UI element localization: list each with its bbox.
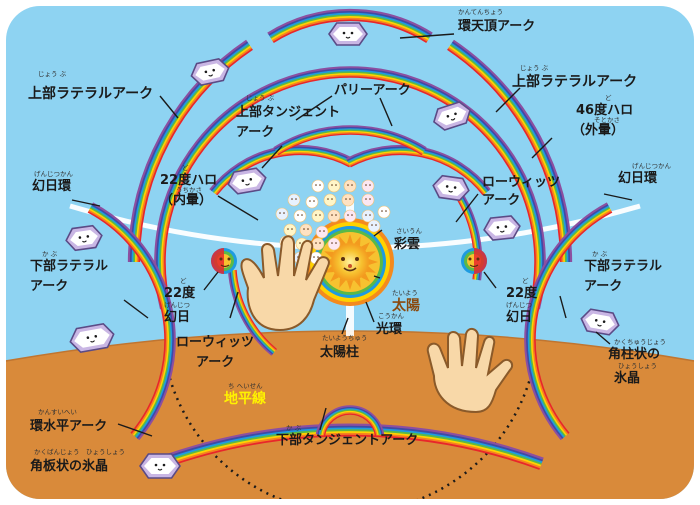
ruby-upper-lateral-left: じょう ぶ <box>38 70 67 78</box>
ruby-sundog-left: ど <box>180 277 187 285</box>
cloud-face <box>342 194 354 206</box>
cloud-face <box>328 180 340 192</box>
ruby-circumhorizon: かんすいへい <box>38 408 77 416</box>
ruby-column-crystal-2: ひょうしょう <box>618 362 657 370</box>
ruby-horizon: ち へいせん <box>228 382 263 390</box>
ruby-lower-lateral-right: か ぶ <box>592 250 608 258</box>
cloud-face <box>368 220 380 232</box>
ruby-upper-tangent: じょう ぶ <box>246 94 275 102</box>
label-lower-tangent-arc: 下部タンジェントアーク <box>276 432 418 448</box>
label-iridescent-cloud: 彩雲 <box>393 236 420 252</box>
label-lower-lateral-arc-left-2: アーク <box>30 279 68 294</box>
label-column-crystal: 角柱状の <box>608 346 660 362</box>
label-lowitz-arc-lower: ローウィッツ <box>176 335 254 350</box>
cloud-face <box>284 224 296 236</box>
ruby-corona: こうかん <box>378 312 405 320</box>
label-corona: 光環 <box>375 321 403 337</box>
ruby-halo22: ど <box>182 164 189 172</box>
label-lower-lateral-arc-right: 下部ラテラル <box>584 258 662 274</box>
cloud-face <box>362 180 374 192</box>
ruby-column-crystal: かくちゅうじょう <box>614 338 666 346</box>
ruby-upper-lateral-right: じょう ぶ <box>520 64 549 72</box>
ruby-halo46: ど <box>605 94 612 102</box>
label-sun-pillar: 太陽柱 <box>319 344 359 360</box>
label-46-degree-halo-sub: （外暈） <box>572 122 624 138</box>
label-upper-tangent: 上部タンジェント <box>236 104 340 120</box>
cloud-face <box>316 226 328 238</box>
cloud-face <box>344 210 356 222</box>
label-parry-arc: パリーアーク <box>334 83 411 98</box>
sundog-right <box>461 248 487 274</box>
cloud-face <box>294 210 306 222</box>
label-22-degree-halo-sub: （内暈） <box>160 192 212 208</box>
label-upper-tangent-arc: アーク <box>236 125 274 140</box>
cloud-face <box>312 238 324 250</box>
label-sundog-left: 幻日 <box>164 309 190 325</box>
label-plate-crystal: 角板状の氷晶 <box>30 458 108 474</box>
ruby-parhelic-right: げんじつかん <box>632 161 672 170</box>
label-circumzenithal-arc: 環天頂アーク <box>458 19 535 34</box>
ruby-sundog-right-2: げんじつ <box>506 300 532 309</box>
label-lowitz-arc-lower-2: アーク <box>196 355 234 370</box>
label-sundog-right: 幻日 <box>506 309 532 325</box>
label-horizon: 地平線 <box>224 390 266 407</box>
ruby-sun: たいよう <box>392 289 418 297</box>
cloud-face <box>344 180 356 192</box>
cloud-face <box>288 194 300 206</box>
ruby-sundog-right: ど <box>522 277 529 285</box>
ruby-circumzenithal: かんてんちょう <box>458 8 503 16</box>
cloud-face <box>378 206 390 218</box>
label-sundog-right-degree: 22度 <box>506 285 538 301</box>
cloud-face <box>324 194 336 206</box>
ruby-sun-pillar: たいようちゅう <box>322 334 367 342</box>
label-upper-lateral-arc-right: 上部ラテラルアーク <box>512 73 637 90</box>
cloud-face <box>328 210 340 222</box>
cloud-face <box>306 196 318 208</box>
label-lowitz-arc-upper: ローウィッツ <box>482 175 560 190</box>
cloud-face <box>300 224 312 236</box>
ruby-lower-lateral-left: か ぶ <box>42 250 58 258</box>
cloud-face <box>328 238 340 250</box>
label-parhelic-circle-left: 幻日環 <box>32 178 72 194</box>
label-parhelic-circle-right: 幻日環 <box>618 170 658 186</box>
label-upper-lateral-arc-left: 上部ラテラルアーク <box>28 85 153 102</box>
ruby-iridescent-cloud: さいうん <box>396 227 423 235</box>
ruby-sundog-left-2: げんじつ <box>164 300 190 309</box>
label-lower-lateral-arc-right-2: アーク <box>584 279 622 294</box>
cloud-face <box>362 194 374 206</box>
ruby-plate-crystal: かくばんじょう ひょうしょう <box>34 447 125 456</box>
ice-crystal <box>140 454 180 478</box>
cloud-face <box>276 208 288 220</box>
cloud-face <box>312 210 324 222</box>
label-circumhorizon-arc: 環水平アーク <box>30 418 107 434</box>
label-lower-lateral-arc-left: 下部ラテラル <box>30 258 108 274</box>
sundog-left <box>211 248 237 274</box>
label-lowitz-arc-upper-2: アーク <box>482 193 520 208</box>
label-sundog-left-degree: 22度 <box>164 285 196 301</box>
ruby-lower-tangent: か ぶ <box>286 424 302 432</box>
ruby-parhelic-left: げんじつかん <box>34 169 74 178</box>
label-column-crystal-2: 氷晶 <box>614 370 640 386</box>
ice-crystal <box>329 23 367 45</box>
cloud-face <box>312 180 324 192</box>
